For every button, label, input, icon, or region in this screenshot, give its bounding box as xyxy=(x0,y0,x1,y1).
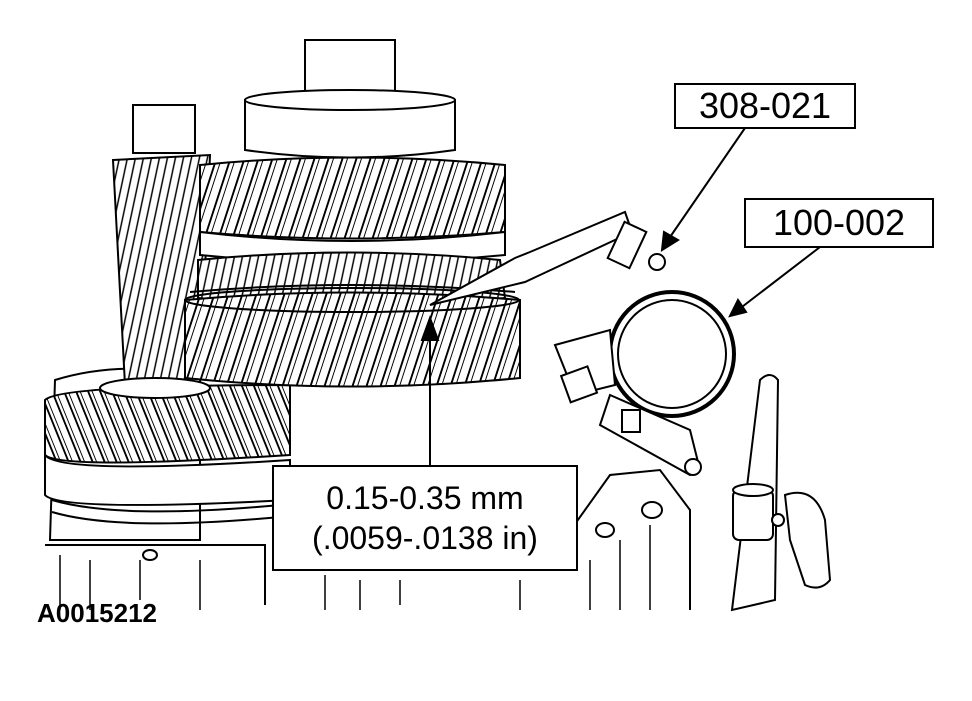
tool-callout-308-021: 308-021 xyxy=(674,83,856,129)
spec-metric: 0.15-0.35 mm xyxy=(326,480,524,516)
figure-id: A0015212 xyxy=(37,598,157,628)
backlash-spec-callout: 0.15-0.35 mm (.0059-.0138 in) xyxy=(272,465,578,571)
measured-gear xyxy=(184,287,521,388)
upper-gear xyxy=(199,156,506,264)
indicator-stand xyxy=(730,374,832,612)
leader-lines xyxy=(420,127,821,466)
dial-indicator xyxy=(429,210,736,477)
tool-callout-100-002: 100-002 xyxy=(744,198,934,248)
spec-imperial: (.0059-.0138 in) xyxy=(312,520,538,556)
countershaft-gear xyxy=(44,383,291,525)
upper-hub xyxy=(244,39,456,159)
